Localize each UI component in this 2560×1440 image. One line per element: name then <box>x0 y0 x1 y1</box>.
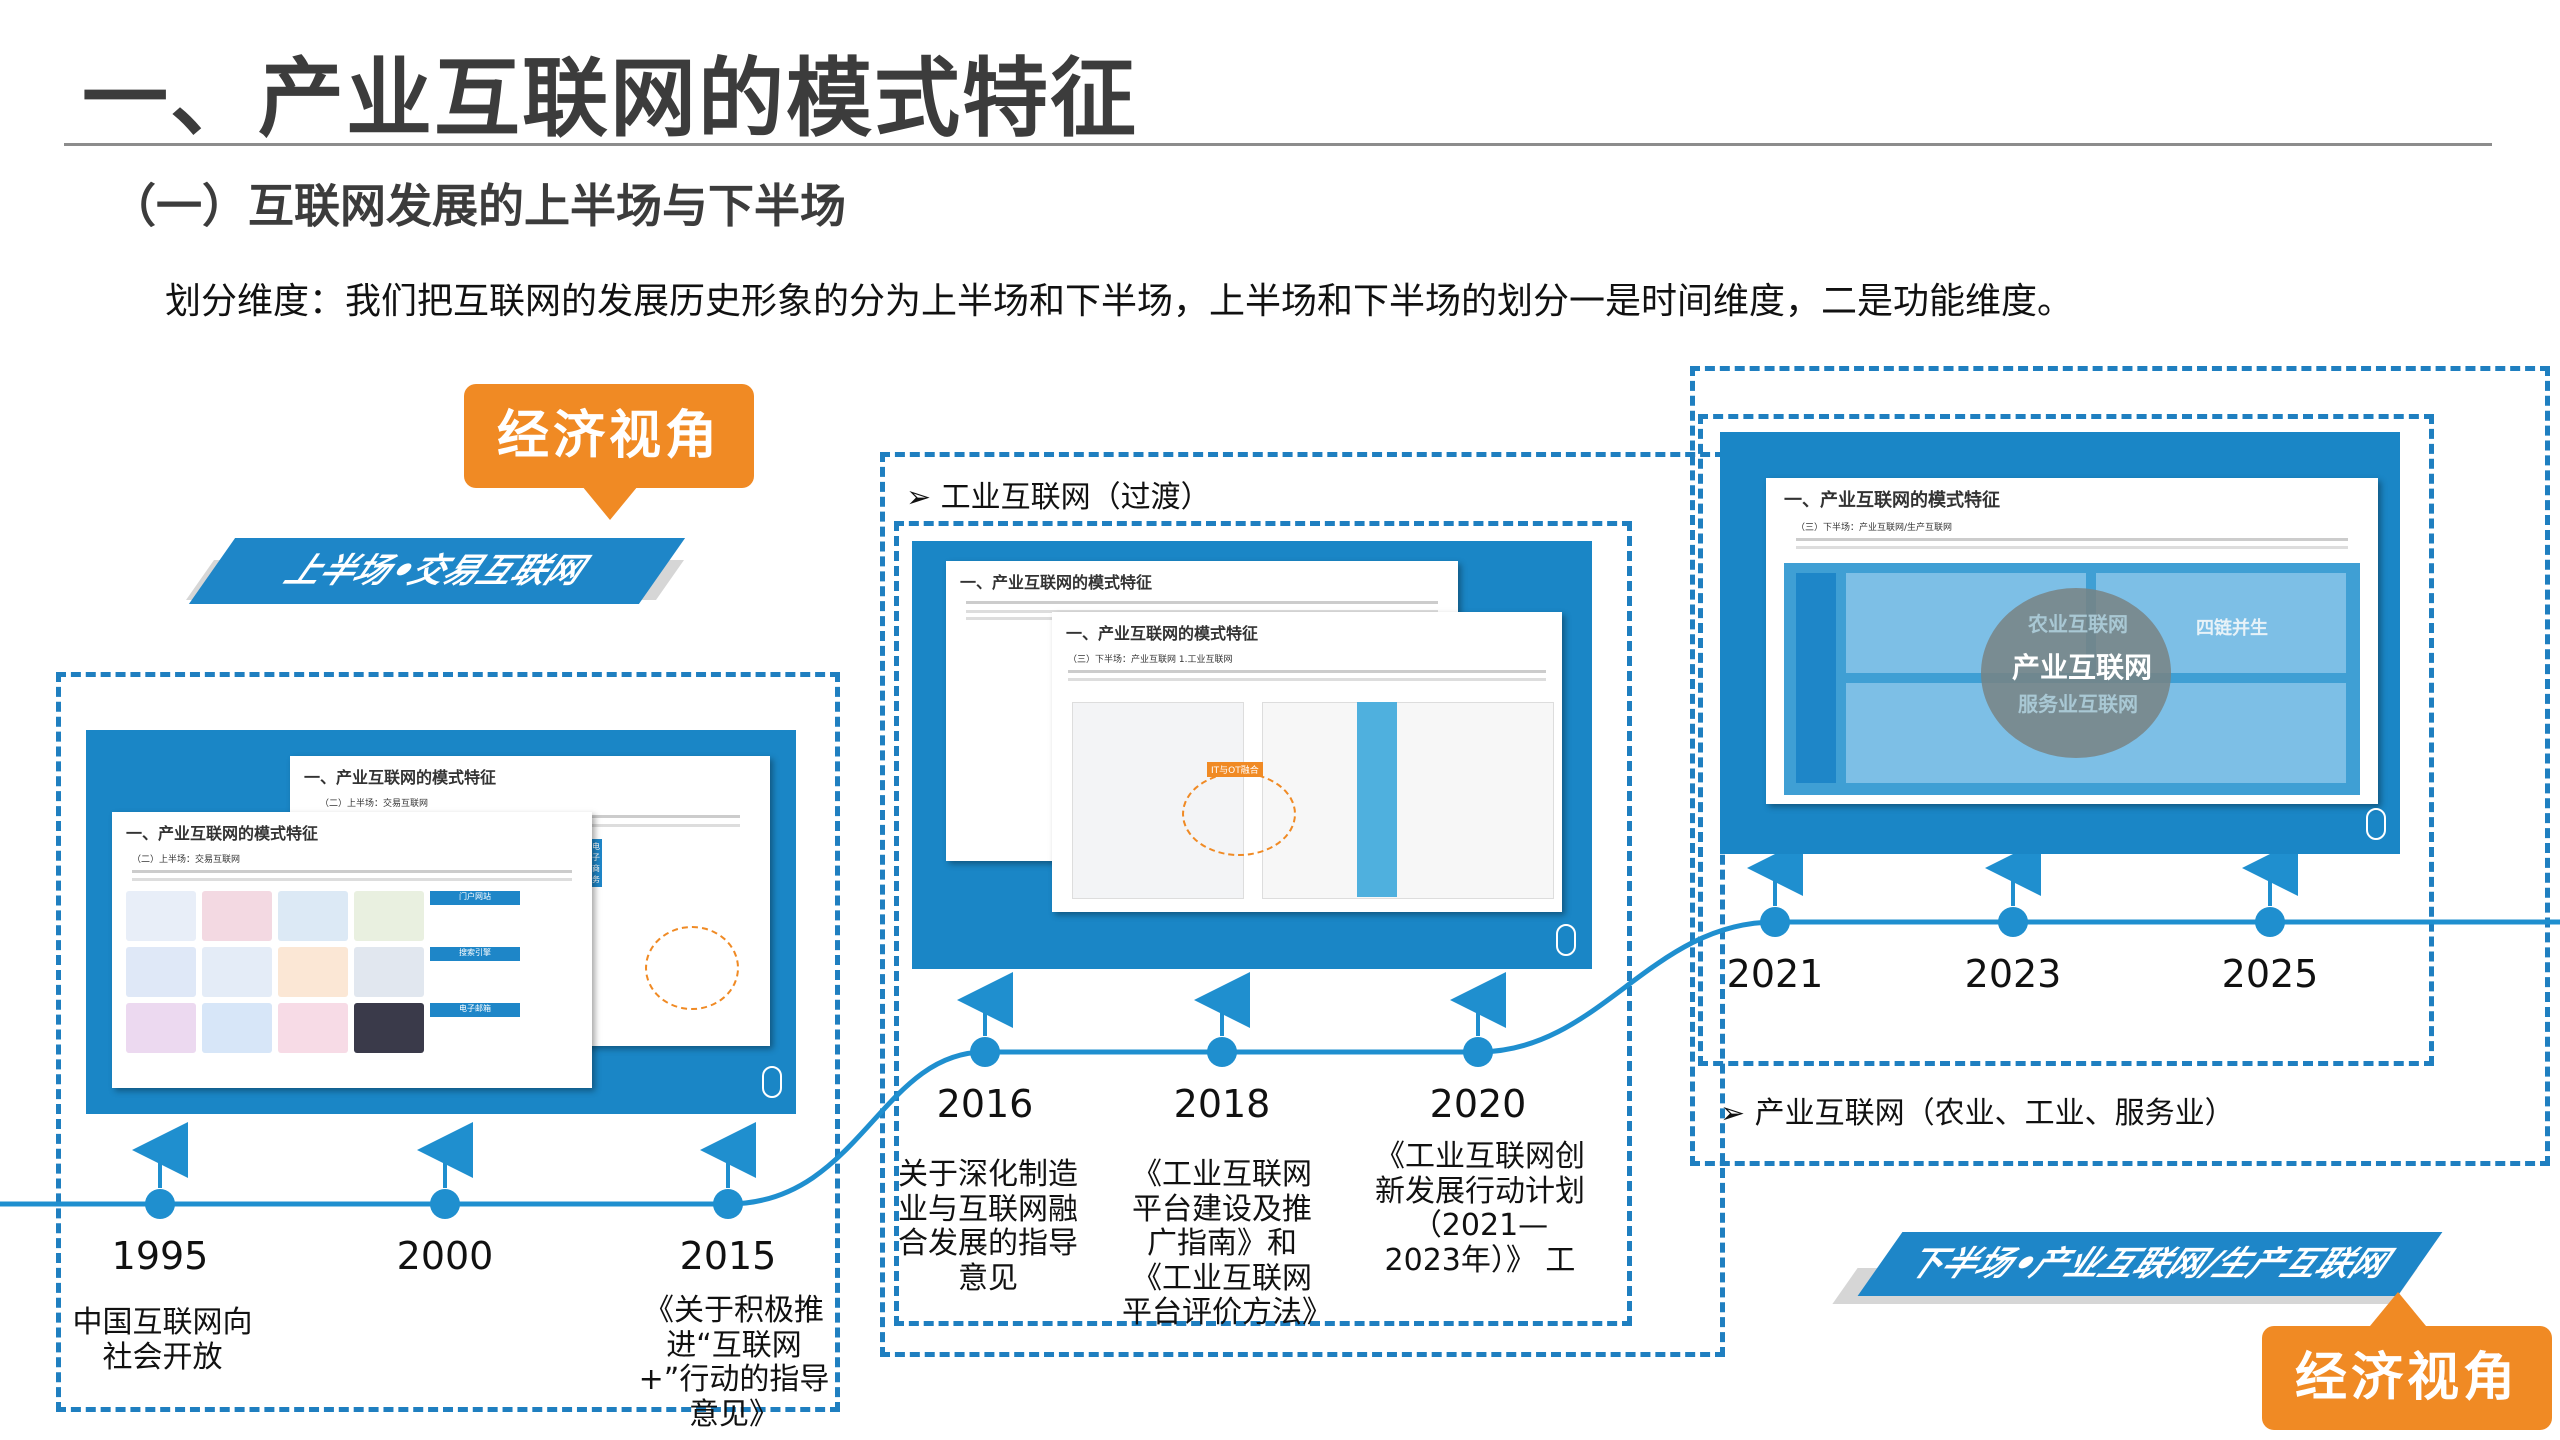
industry-internet-caption: ➢ 产业互联网（农业、工业、服务业） <box>1720 1096 2235 1131</box>
right-region-outline <box>1690 366 2550 1166</box>
it-ot-label: IT与OT融合 <box>1207 762 1263 777</box>
year-2016: 2016 <box>936 1082 1034 1126</box>
year-2000: 2000 <box>396 1234 494 1278</box>
event-2018: 《工业互联网平台建设及推广指南》和《工业互联网平台评价方法》 <box>1122 1157 1332 1330</box>
mouse-icon <box>1556 924 1576 956</box>
service-internet-label: 服务业互联网 <box>2018 692 2138 716</box>
year-2018: 2018 <box>1173 1082 1271 1126</box>
tag-portal: 门户网站 <box>430 891 520 905</box>
right-inner-outline <box>1698 414 2434 1066</box>
four-chains-label: 四链并生 <box>2196 618 2268 639</box>
right-slide: 一、产业互联网的模式特征 （三）下半场：产业互联网/生产互联网 农业互联网 产业… <box>1766 478 2378 804</box>
year-2021: 2021 <box>1726 952 1824 996</box>
left-slide-front: 一、产业互联网的模式特征 （二）上半场：交易互联网 门户网站 搜索引擎 电子邮箱 <box>112 812 592 1088</box>
tag-search: 搜索引擎 <box>430 947 520 961</box>
page-title: 一、产业互联网的模式特征 <box>82 49 1138 149</box>
timeline-dots <box>145 907 2285 1219</box>
industrial-internet-center-label: 产业互联网 <box>2012 651 2153 684</box>
year-2023: 2023 <box>1964 952 2062 996</box>
year-2025: 2025 <box>2221 952 2319 996</box>
event-1995: 中国互联网向社会开放 <box>72 1305 253 1375</box>
second-half-ribbon: 下半场•产业互联网/生产互联网 <box>1857 1232 2443 1296</box>
badge-pointer-right <box>2370 1292 2426 1326</box>
industrial-internet-caption: ➢ 工业互联网（过渡） <box>906 480 1211 515</box>
middle-inner-outline <box>894 521 1632 1326</box>
badge-pointer-left <box>582 486 638 520</box>
economic-perspective-badge-right: 经济视角 <box>2262 1326 2552 1430</box>
year-1995: 1995 <box>111 1234 209 1278</box>
first-half-ribbon: 上半场•交易互联网 <box>188 538 686 604</box>
left-region-outline <box>56 672 840 1412</box>
mouse-icon <box>762 1066 782 1098</box>
timeline-arrows <box>132 840 2298 1188</box>
event-2020: 《工业互联网创新发展行动计划（2021—2023年）》 工 <box>1375 1139 1585 1278</box>
event-2016: 关于深化制造业与互联网融合发展的指导意见 <box>898 1157 1078 1296</box>
section-subtitle: （一）互联网发展的上半场与下半场 <box>110 179 846 233</box>
mouse-icon <box>2366 808 2386 840</box>
year-2020: 2020 <box>1429 1082 1527 1126</box>
event-2015: 《关于积极推进“互联网+”行动的指导意见》 <box>638 1293 830 1432</box>
title-divider <box>64 143 2492 146</box>
description-text: 划分维度：我们把互联网的发展历史形象的分为上半场和下半场，上半场和下半场的划分一… <box>165 281 2074 322</box>
tag-ecommerce: 电子商务 <box>590 839 602 887</box>
middle-region-outline <box>880 452 1725 1357</box>
economic-perspective-badge-left: 经济视角 <box>464 384 754 488</box>
middle-slide-front: 一、产业互联网的模式特征 （三）下半场：产业互联网 1.工业互联网 IT与OT融… <box>1052 612 1562 912</box>
agri-internet-label: 农业互联网 <box>2028 612 2128 636</box>
year-2015: 2015 <box>679 1234 777 1278</box>
tag-email: 电子邮箱 <box>430 1003 520 1017</box>
